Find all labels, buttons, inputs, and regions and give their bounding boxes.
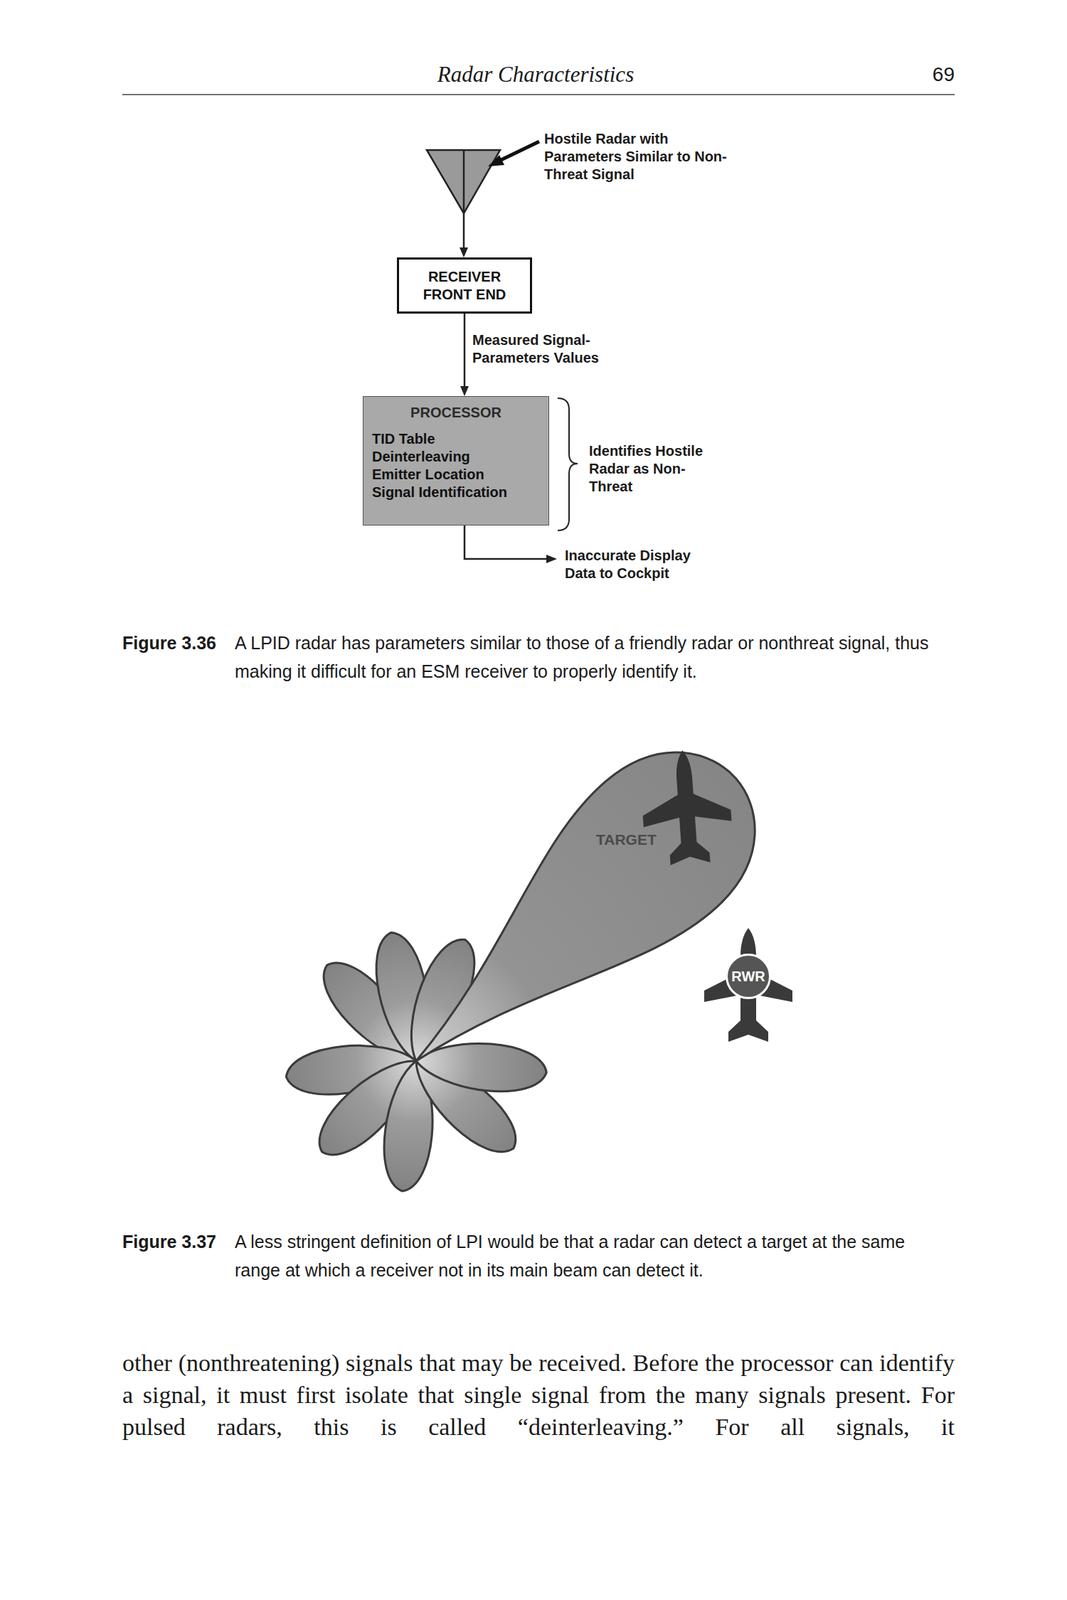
body-text: other (nonthreatening) signals that may … bbox=[122, 1347, 955, 1445]
page-number: 69 bbox=[896, 62, 955, 87]
rwr-aircraft bbox=[704, 928, 793, 1043]
arrowhead bbox=[487, 155, 505, 167]
arrowhead bbox=[459, 247, 469, 258]
antenna-feed bbox=[463, 213, 466, 249]
callout-label: Inaccurate Display Data to Cockpit bbox=[564, 547, 725, 583]
box-item: Emitter Location bbox=[372, 465, 540, 484]
target-label: TARGET bbox=[596, 830, 657, 849]
header-rule bbox=[122, 93, 955, 96]
connector bbox=[463, 313, 466, 388]
rwr-circle: RWR bbox=[725, 953, 772, 1000]
main-lobe bbox=[360, 715, 792, 1124]
antenna-mast bbox=[463, 150, 466, 214]
figure-number: Figure 3.36 bbox=[122, 628, 233, 658]
figure-caption: A less stringent definition of LPI would… bbox=[234, 1227, 955, 1285]
figure-caption: A LPID radar has parameters similar to t… bbox=[234, 628, 955, 686]
callout-label: Identifies Hostile Radar as Non-Threat bbox=[588, 442, 714, 496]
box-item: Signal Identification bbox=[372, 483, 540, 502]
radiation-pattern bbox=[283, 715, 792, 1194]
target-aircraft bbox=[638, 747, 735, 868]
receiver-box: RECEIVER FRONT END bbox=[396, 257, 533, 314]
output-line bbox=[464, 525, 548, 560]
pointer-arrow bbox=[497, 141, 540, 162]
figure-number: Figure 3.37 bbox=[122, 1227, 233, 1257]
antenna-symbol bbox=[426, 150, 501, 214]
arrowhead bbox=[460, 386, 469, 397]
running-head: Radar Characteristics bbox=[355, 61, 716, 88]
box-item: TID Table bbox=[372, 430, 540, 449]
edge-label: Measured Signal- Parameters Values bbox=[472, 331, 622, 368]
processor-box: PROCESSOR TID TableDeinterleavingEmitter … bbox=[362, 396, 550, 526]
callout-label: Hostile Radar with Parameters Similar to… bbox=[544, 130, 731, 184]
arrowhead bbox=[546, 554, 557, 564]
brace bbox=[557, 398, 578, 531]
circle-label: RWR bbox=[731, 968, 765, 986]
box-heading: PROCESSOR bbox=[372, 404, 540, 422]
box-item: Deinterleaving bbox=[372, 448, 540, 466]
box-label: RECEIVER FRONT END bbox=[406, 268, 523, 304]
